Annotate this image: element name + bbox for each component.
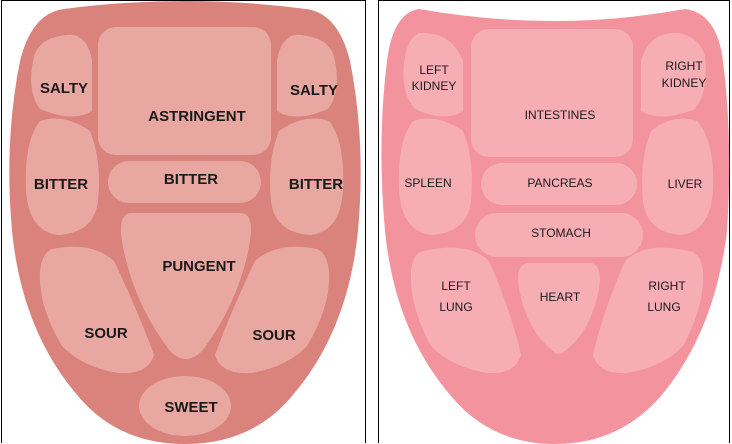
- label-bitter-left: BITTER: [34, 176, 88, 193]
- label-left-kidney-1: LEFT: [419, 63, 449, 77]
- region-astringent: [98, 27, 271, 155]
- label-spleen: SPLEEN: [404, 176, 451, 190]
- label-liver: LIVER: [668, 177, 703, 191]
- label-left-lung-1: LEFT: [441, 279, 471, 293]
- region-right-kidney: [641, 33, 706, 117]
- taste-map-tongue: SALTY SALTY ASTRINGENT BITTER BITTER BIT…: [2, 1, 367, 444]
- label-sour-right: SOUR: [252, 327, 296, 344]
- taste-map-panel: SALTY SALTY ASTRINGENT BITTER BITTER BIT…: [1, 0, 366, 443]
- label-right-lung-1: RIGHT: [648, 279, 686, 293]
- label-bitter-right: BITTER: [289, 176, 343, 193]
- label-right-lung-2: LUNG: [647, 300, 680, 314]
- label-intestines: INTESTINES: [525, 108, 596, 122]
- label-sweet: SWEET: [164, 399, 217, 416]
- label-pancreas: PANCREAS: [527, 176, 592, 190]
- label-sour-left: SOUR: [84, 325, 128, 342]
- label-left-lung-2: LUNG: [439, 300, 472, 314]
- label-salty-right: SALTY: [290, 82, 338, 99]
- label-bitter-center: BITTER: [164, 171, 218, 188]
- label-salty-left: SALTY: [40, 80, 88, 97]
- label-astringent: ASTRINGENT: [148, 108, 246, 125]
- label-left-kidney-2: KIDNEY: [412, 79, 457, 93]
- region-intestines: [471, 29, 633, 157]
- label-right-kidney-2: KIDNEY: [662, 76, 707, 90]
- label-heart: HEART: [540, 290, 581, 304]
- organ-map-tongue: LEFT KIDNEY RIGHT KIDNEY INTESTINES SPLE…: [379, 1, 731, 444]
- region-salty-left: [31, 35, 92, 117]
- label-right-kidney-1: RIGHT: [665, 59, 703, 73]
- label-pungent: PUNGENT: [162, 258, 235, 275]
- region-salty-right: [277, 35, 337, 117]
- label-stomach: STOMACH: [531, 226, 591, 240]
- organ-map-panel: LEFT KIDNEY RIGHT KIDNEY INTESTINES SPLE…: [378, 0, 730, 443]
